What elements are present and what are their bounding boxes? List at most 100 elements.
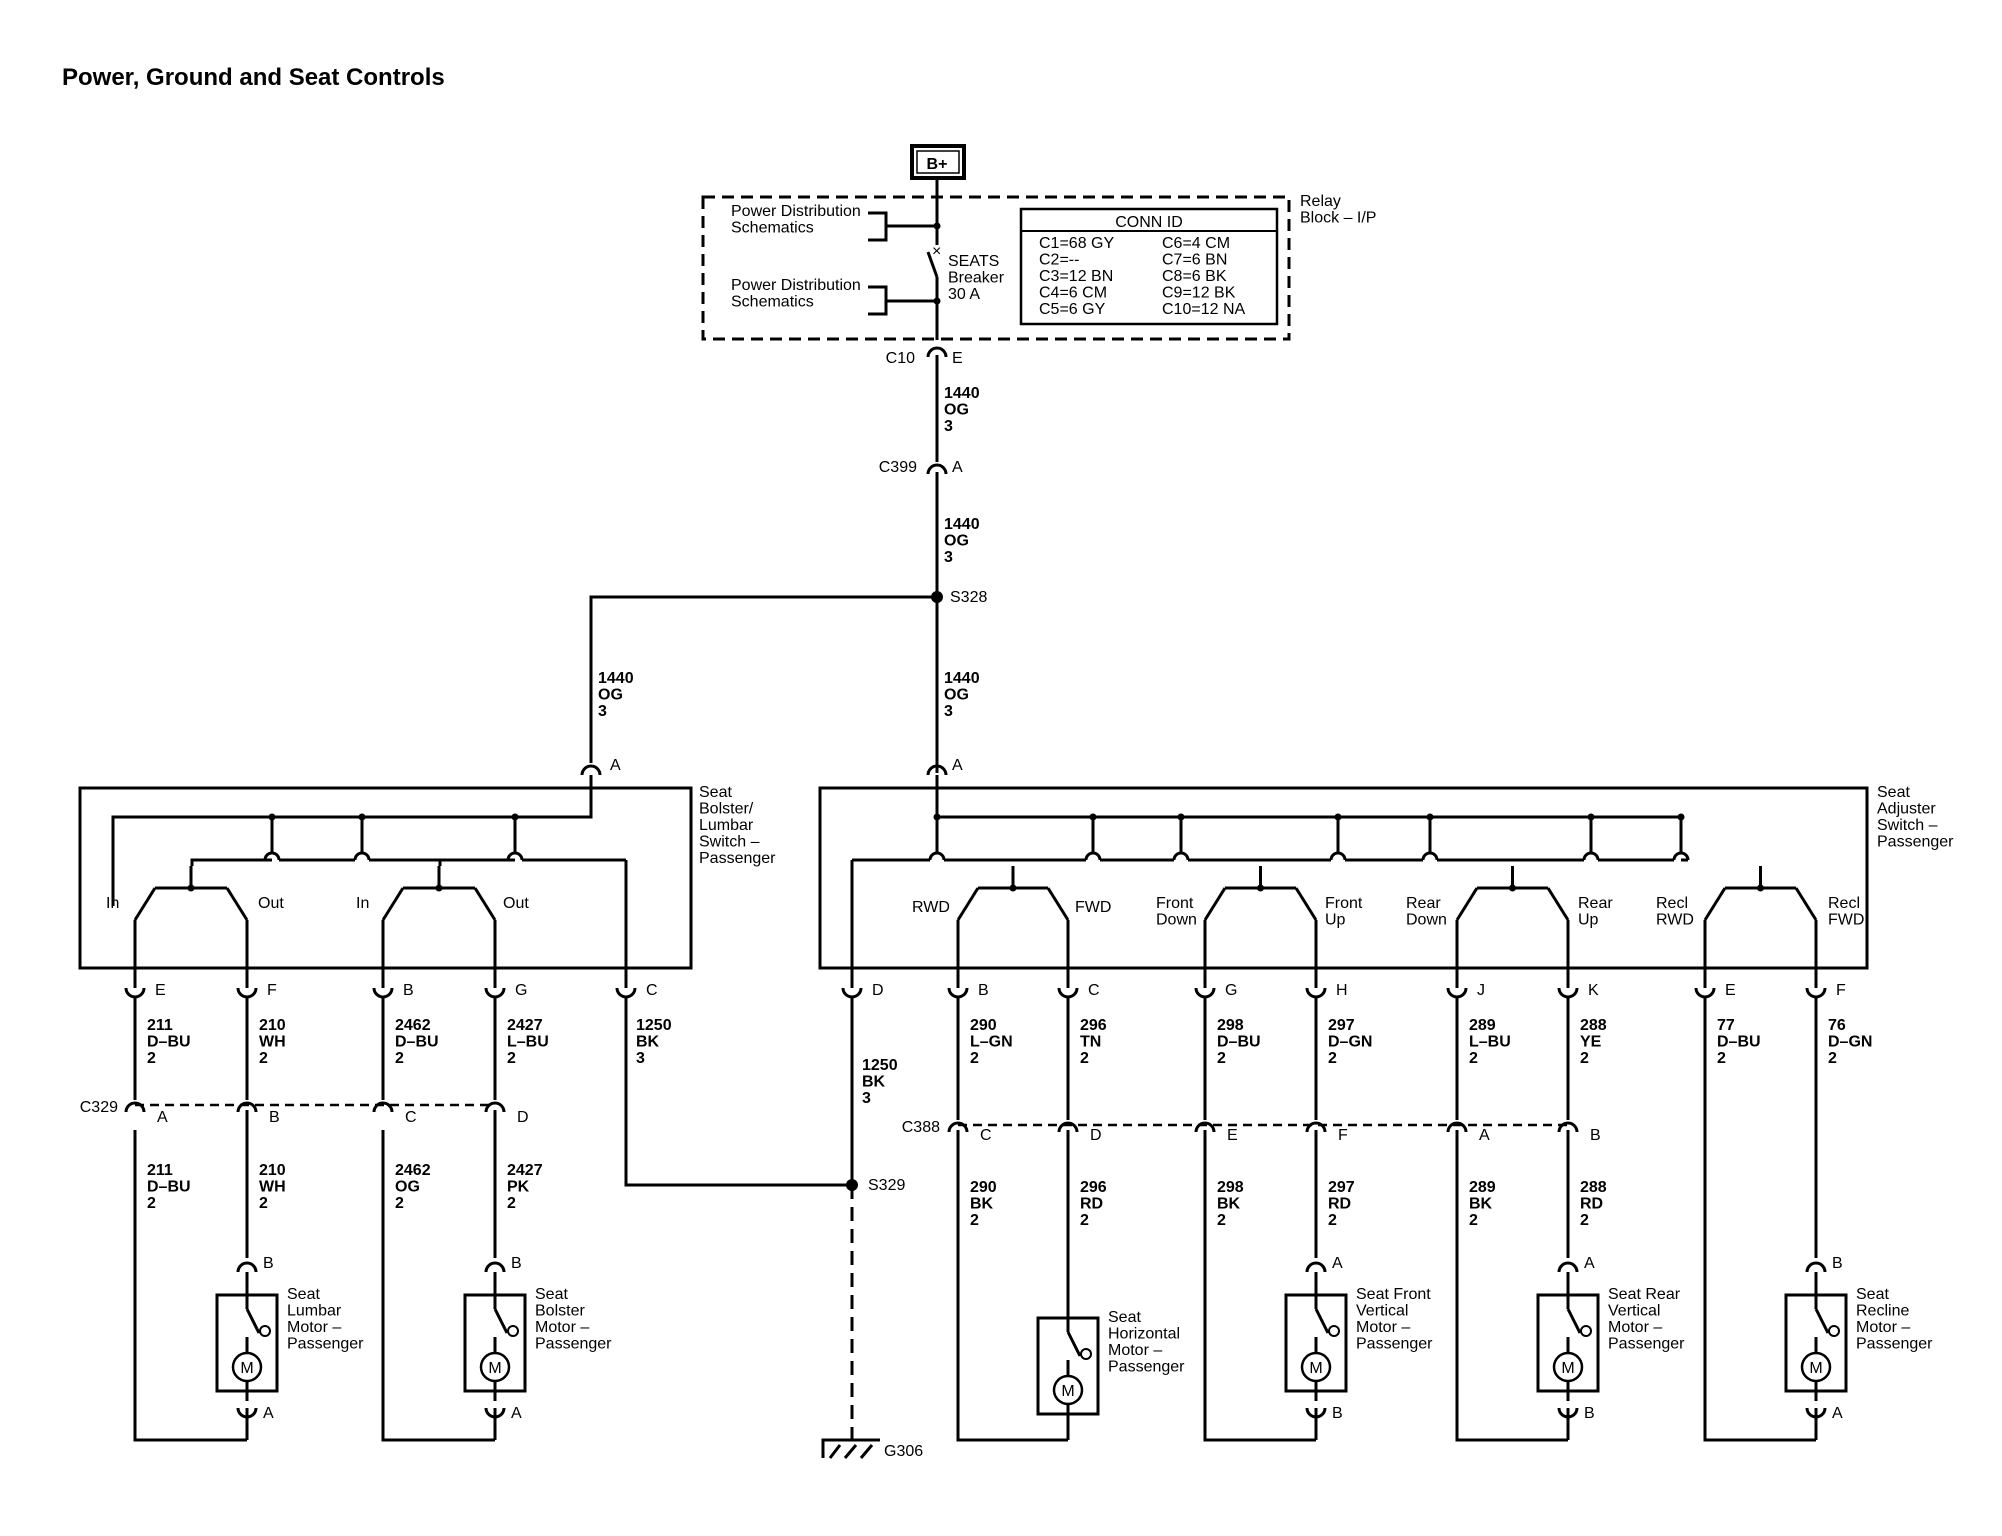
wire-crossover [1672, 851, 1690, 861]
motor-name: Seat [535, 1286, 568, 1303]
bolster-switch-name: Passenger [699, 850, 776, 867]
adjuster-pin-connector [841, 987, 863, 999]
motor-name: Motor – [1356, 1319, 1410, 1336]
c329-pin: C [405, 1109, 417, 1126]
bolster-switch-contact-b-contact [381, 887, 405, 921]
bolster-input-pin: A [610, 757, 621, 774]
motor-name: Seat Front [1356, 1286, 1431, 1303]
wire-label: 288 [1580, 1179, 1607, 1196]
switch-position-label: FWD [1075, 899, 1111, 916]
adjuster-input-connector [926, 764, 948, 776]
c388-connector [1557, 1121, 1579, 1133]
bolster-pin-label: F [267, 982, 277, 999]
adjuster-pin-label: G [1225, 982, 1237, 999]
adjuster-switch-contact-contact [1546, 887, 1570, 921]
c329-label: C329 [80, 1099, 118, 1116]
motor-pin-label: B [1332, 1405, 1343, 1422]
adjuster-switch-name: Seat [1877, 784, 1910, 801]
motor-name: Passenger [287, 1336, 364, 1353]
wire-label: 296 [1080, 1017, 1107, 1034]
wire-label: D–GN [1328, 1034, 1372, 1051]
c388-label: C388 [902, 1119, 940, 1136]
adjuster-switch-name: Passenger [1877, 834, 1954, 851]
switch-position-label: Up [1325, 912, 1346, 929]
adjuster-switch-name: Switch – [1877, 817, 1938, 834]
motor-connector [1305, 1261, 1327, 1273]
wire-label: 2 [1217, 1212, 1226, 1229]
motor-limit-switch [1566, 1308, 1582, 1334]
motor-m-label: M [1061, 1383, 1074, 1400]
motor-m-label: M [240, 1360, 253, 1377]
adjuster-switch-contact-contact [1794, 887, 1818, 921]
c388-pin: D [1090, 1127, 1102, 1144]
wire-crossover [506, 851, 524, 861]
wire-crossover [928, 851, 946, 861]
c388-connector [1305, 1121, 1327, 1133]
adjuster-pin-connector [1694, 987, 1716, 999]
wire-label: TN [1080, 1034, 1101, 1051]
motor-name: Vertical [1356, 1303, 1408, 1320]
wire-label: 2462 [395, 1017, 431, 1034]
wire-1440-label: 1440 [944, 385, 980, 402]
ground-symbol [821, 1438, 880, 1458]
wire-label: 210 [259, 1017, 286, 1034]
s329-label: S329 [868, 1177, 905, 1194]
motor-name: Recline [1856, 1303, 1909, 1320]
switch-position-label: Front [1156, 895, 1194, 912]
wire-label: 2 [1080, 1212, 1089, 1229]
adjuster-pin-label: H [1336, 982, 1348, 999]
motor-pin-label: B [263, 1255, 274, 1272]
motor-name: Motor – [1856, 1319, 1910, 1336]
thermal-breaker-symbol [1580, 1325, 1592, 1337]
adjuster-pin-label: F [1836, 982, 1846, 999]
wire-label: 2 [1717, 1050, 1726, 1067]
switch-position-label: Rear [1578, 895, 1613, 912]
adjuster-pin-label: B [978, 982, 989, 999]
motor-name: Passenger [1856, 1336, 1933, 1353]
wire-crossover [1329, 851, 1347, 861]
wire-1440-label: 3 [598, 703, 607, 720]
bolster-switch-name: Lumbar [699, 817, 754, 834]
bolster-pin-connector [484, 987, 506, 999]
motor-name: Passenger [1608, 1336, 1685, 1353]
c329-connector [236, 1101, 258, 1113]
thermal-breaker-symbol [1828, 1325, 1840, 1337]
adjuster-pin-label: E [1725, 982, 1736, 999]
motor-name: Passenger [535, 1336, 612, 1353]
relay-block-name: Block – I/P [1300, 210, 1376, 227]
motor-m-label: M [488, 1360, 501, 1377]
wire-label: 2 [1580, 1050, 1589, 1067]
wire-label: D–BU [147, 1179, 191, 1196]
wire-label: 211 [147, 1162, 173, 1179]
wire-1250-label: BK [636, 1034, 660, 1051]
wire-label: 296 [1080, 1179, 1107, 1196]
conn-id-left: C3=12 BN [1039, 268, 1113, 285]
motor-limit-switch [245, 1308, 261, 1334]
motor-name: Seat [287, 1286, 320, 1303]
wire-label: 211 [147, 1017, 173, 1034]
wire-1440-label: 1440 [598, 670, 634, 687]
b-plus-inner [916, 150, 960, 174]
wire-label: PK [507, 1179, 530, 1196]
c329-pin: B [269, 1109, 280, 1126]
wire-label: D–BU [395, 1034, 439, 1051]
c399-pin: A [952, 459, 963, 476]
c388-pin: C [980, 1127, 992, 1144]
wire-label: D–BU [1217, 1034, 1261, 1051]
switch-position-label: FWD [1828, 912, 1864, 929]
wire-label: 2 [1328, 1050, 1337, 1067]
conn-id-right: C10=12 NA [1162, 301, 1245, 318]
motor-connector [484, 1261, 506, 1273]
wire-1440-label: OG [944, 687, 969, 704]
wire-label: 2 [147, 1195, 156, 1212]
conn-id-table [1019, 207, 1279, 326]
motor-pin-label: A [1332, 1255, 1343, 1272]
c388-connector [947, 1121, 969, 1133]
switch-position-label: RWD [1656, 912, 1694, 929]
ground-symbol [859, 1444, 874, 1459]
motor-name: Motor – [1608, 1319, 1662, 1336]
conn-id-right: C8=6 BK [1162, 268, 1227, 285]
motor-return-wire [1455, 1130, 1568, 1442]
bolster-switch-box [78, 786, 693, 970]
c329-connector [124, 1101, 146, 1113]
